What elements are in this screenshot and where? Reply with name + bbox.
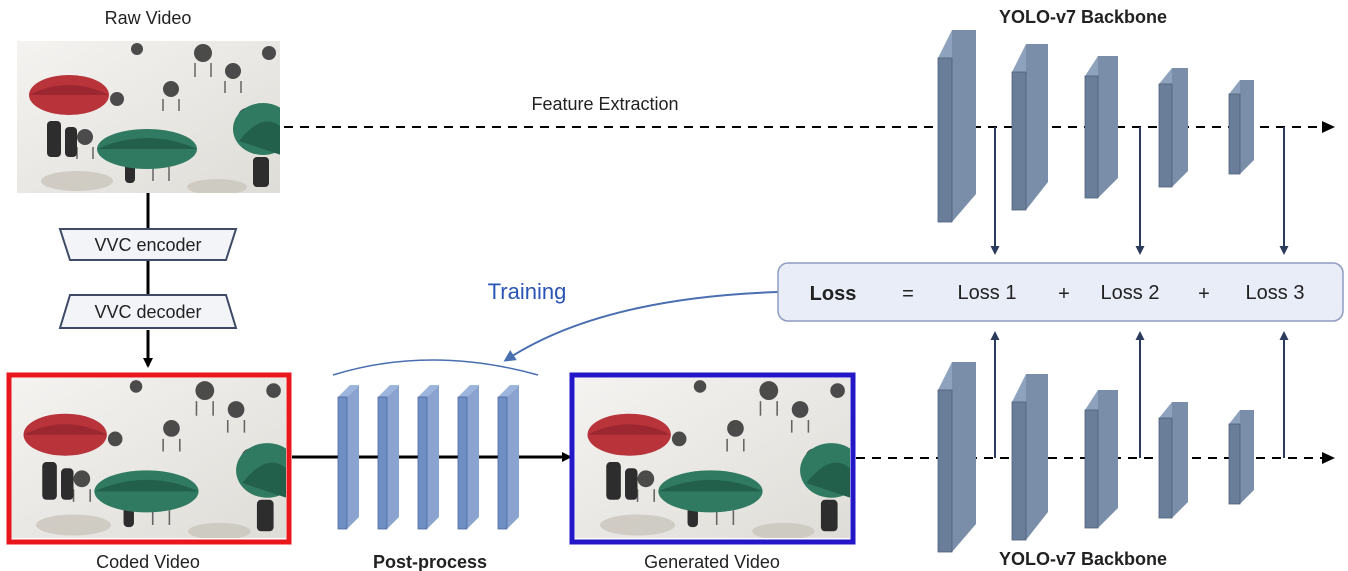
loss-term-3: Loss 3	[1246, 282, 1305, 304]
pp-layer	[417, 385, 439, 530]
loss-term-1: Loss 1	[958, 282, 1017, 304]
generated-video-frame	[575, 378, 850, 538]
feature-extraction-arrowhead	[1322, 121, 1335, 133]
vvc-decoder-block	[58, 294, 238, 329]
generated-feature-arrowhead	[1322, 452, 1335, 464]
loss-plus-1: +	[1058, 283, 1070, 305]
backbone-top-label: YOLO-v7 Backbone	[999, 7, 1167, 27]
pp-layer	[337, 385, 359, 530]
vvc-decoder-label: VVC decoder	[94, 302, 201, 322]
backbone-layer	[1228, 80, 1254, 175]
loss-title: Loss	[810, 283, 857, 305]
coded-video-label: Coded Video	[96, 552, 200, 571]
pp-layer	[497, 385, 519, 530]
generated-video-label: Generated Video	[644, 552, 780, 571]
loss-plus-2: +	[1198, 283, 1210, 305]
backbone-layer	[1011, 44, 1048, 211]
vvc-encoder-block	[58, 228, 238, 261]
backbone-layer	[1228, 410, 1254, 505]
backbone-layer	[1158, 68, 1188, 188]
backbone-layer	[1084, 390, 1118, 529]
post-process-bracket	[332, 359, 539, 376]
training-arrow	[503, 291, 779, 362]
post-process-label: Post-process	[373, 552, 487, 571]
yolo-backbone-bottom	[937, 362, 1254, 553]
feature-extraction-label: Feature Extraction	[531, 94, 678, 114]
backbone-layer	[1011, 374, 1048, 541]
pp-layer	[457, 385, 479, 530]
coded-video-frame	[11, 378, 286, 538]
yolo-backbone-top	[937, 30, 1254, 223]
backbone-bottom-label: YOLO-v7 Backbone	[999, 549, 1167, 569]
backbone-layer	[937, 30, 976, 223]
backbone-layer	[937, 362, 976, 553]
post-process-network	[337, 385, 519, 530]
generated-video-border	[569, 372, 856, 545]
pp-layer	[377, 385, 399, 530]
vvc-encoder-label: VVC encoder	[94, 235, 201, 255]
backbone-layer	[1084, 56, 1118, 199]
backbone-layer	[1158, 402, 1188, 519]
raw-video-label: Raw Video	[105, 8, 192, 28]
raw-video-frame	[17, 41, 280, 193]
coded-video-border	[6, 372, 292, 545]
loss-term-2: Loss 2	[1101, 282, 1160, 304]
loss-equals: =	[902, 283, 914, 305]
training-label: Training	[488, 279, 567, 304]
loss-box	[777, 262, 1344, 322]
